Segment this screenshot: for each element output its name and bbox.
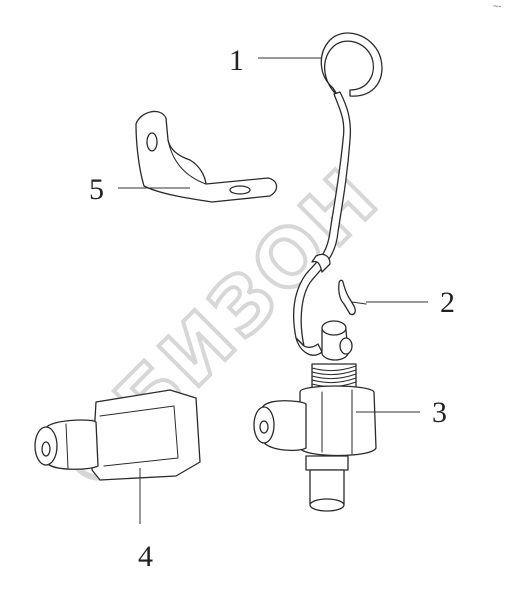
valve-side-port-hole (259, 420, 269, 434)
part-4-adapter (34, 389, 201, 481)
valve-bottom-nipple (305, 455, 349, 471)
rod-end (295, 337, 323, 356)
valve-spring (311, 363, 357, 389)
callout-4: 4 (138, 540, 153, 573)
valve-hex-edge (321, 389, 353, 455)
valve-side-port (261, 400, 307, 452)
leader-lines (118, 57, 428, 524)
part-5-bracket (135, 110, 278, 203)
cotter-pin-shape (338, 279, 356, 316)
callout-3: 3 (432, 396, 447, 429)
corner-mark: ~- (493, 1, 501, 11)
part-2-cotter-pin (338, 279, 367, 316)
bracket-fold (167, 139, 207, 185)
bracket-hole-upper (146, 132, 158, 152)
rod-bend-joint (311, 253, 331, 273)
bracket-hole-lower (229, 185, 251, 195)
callout-1: 1 (229, 44, 244, 77)
valve-swivel-top (321, 320, 347, 336)
adapter-hex-body (91, 389, 201, 481)
part-1-hook-rod (293, 32, 383, 356)
callout-5: 5 (89, 173, 104, 206)
valve-swivel-hole (339, 337, 353, 355)
valve-hex-body (299, 385, 377, 457)
callout-2: 2 (440, 286, 455, 319)
adapter-nose-ring (65, 423, 69, 469)
adapter-hex-edge (99, 405, 179, 467)
cotter-pin-leg (351, 301, 367, 305)
valve-bottom-tube-end (309, 498, 345, 512)
part-3-valve-body (253, 320, 377, 512)
hook-ring (320, 32, 383, 97)
bracket-plate (135, 110, 278, 203)
adapter-nose (45, 419, 99, 470)
adapter-nose-hole (41, 441, 51, 457)
